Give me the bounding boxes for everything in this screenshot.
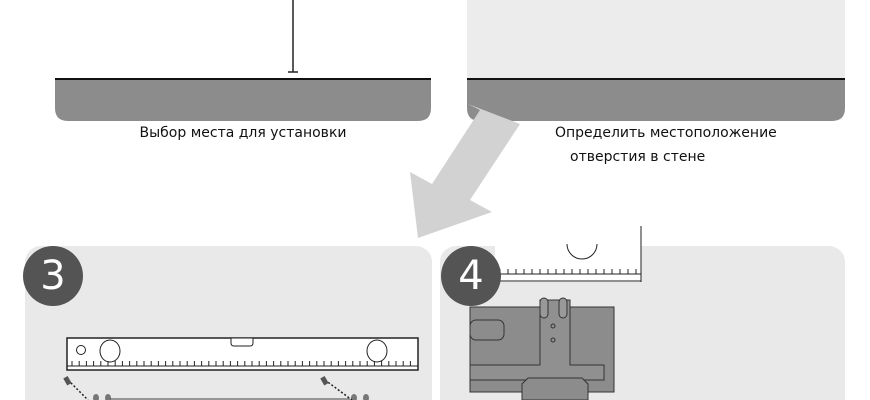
step3-badge bbox=[23, 246, 83, 306]
step4-badge bbox=[441, 246, 501, 306]
step2-illustration bbox=[467, 0, 845, 121]
step4-panel bbox=[440, 226, 845, 400]
step2-caption-line1: Определить местоположение bbox=[555, 125, 777, 141]
step2-caption-line2: отверстия в стене bbox=[570, 149, 706, 165]
step3-panel bbox=[25, 246, 432, 400]
next-step-arrow bbox=[410, 104, 520, 238]
step3-number: 3 bbox=[40, 253, 66, 299]
step1-illustration bbox=[55, 0, 431, 121]
step4-number: 4 bbox=[458, 253, 484, 299]
step1-caption: Выбор места для установки bbox=[139, 125, 347, 141]
